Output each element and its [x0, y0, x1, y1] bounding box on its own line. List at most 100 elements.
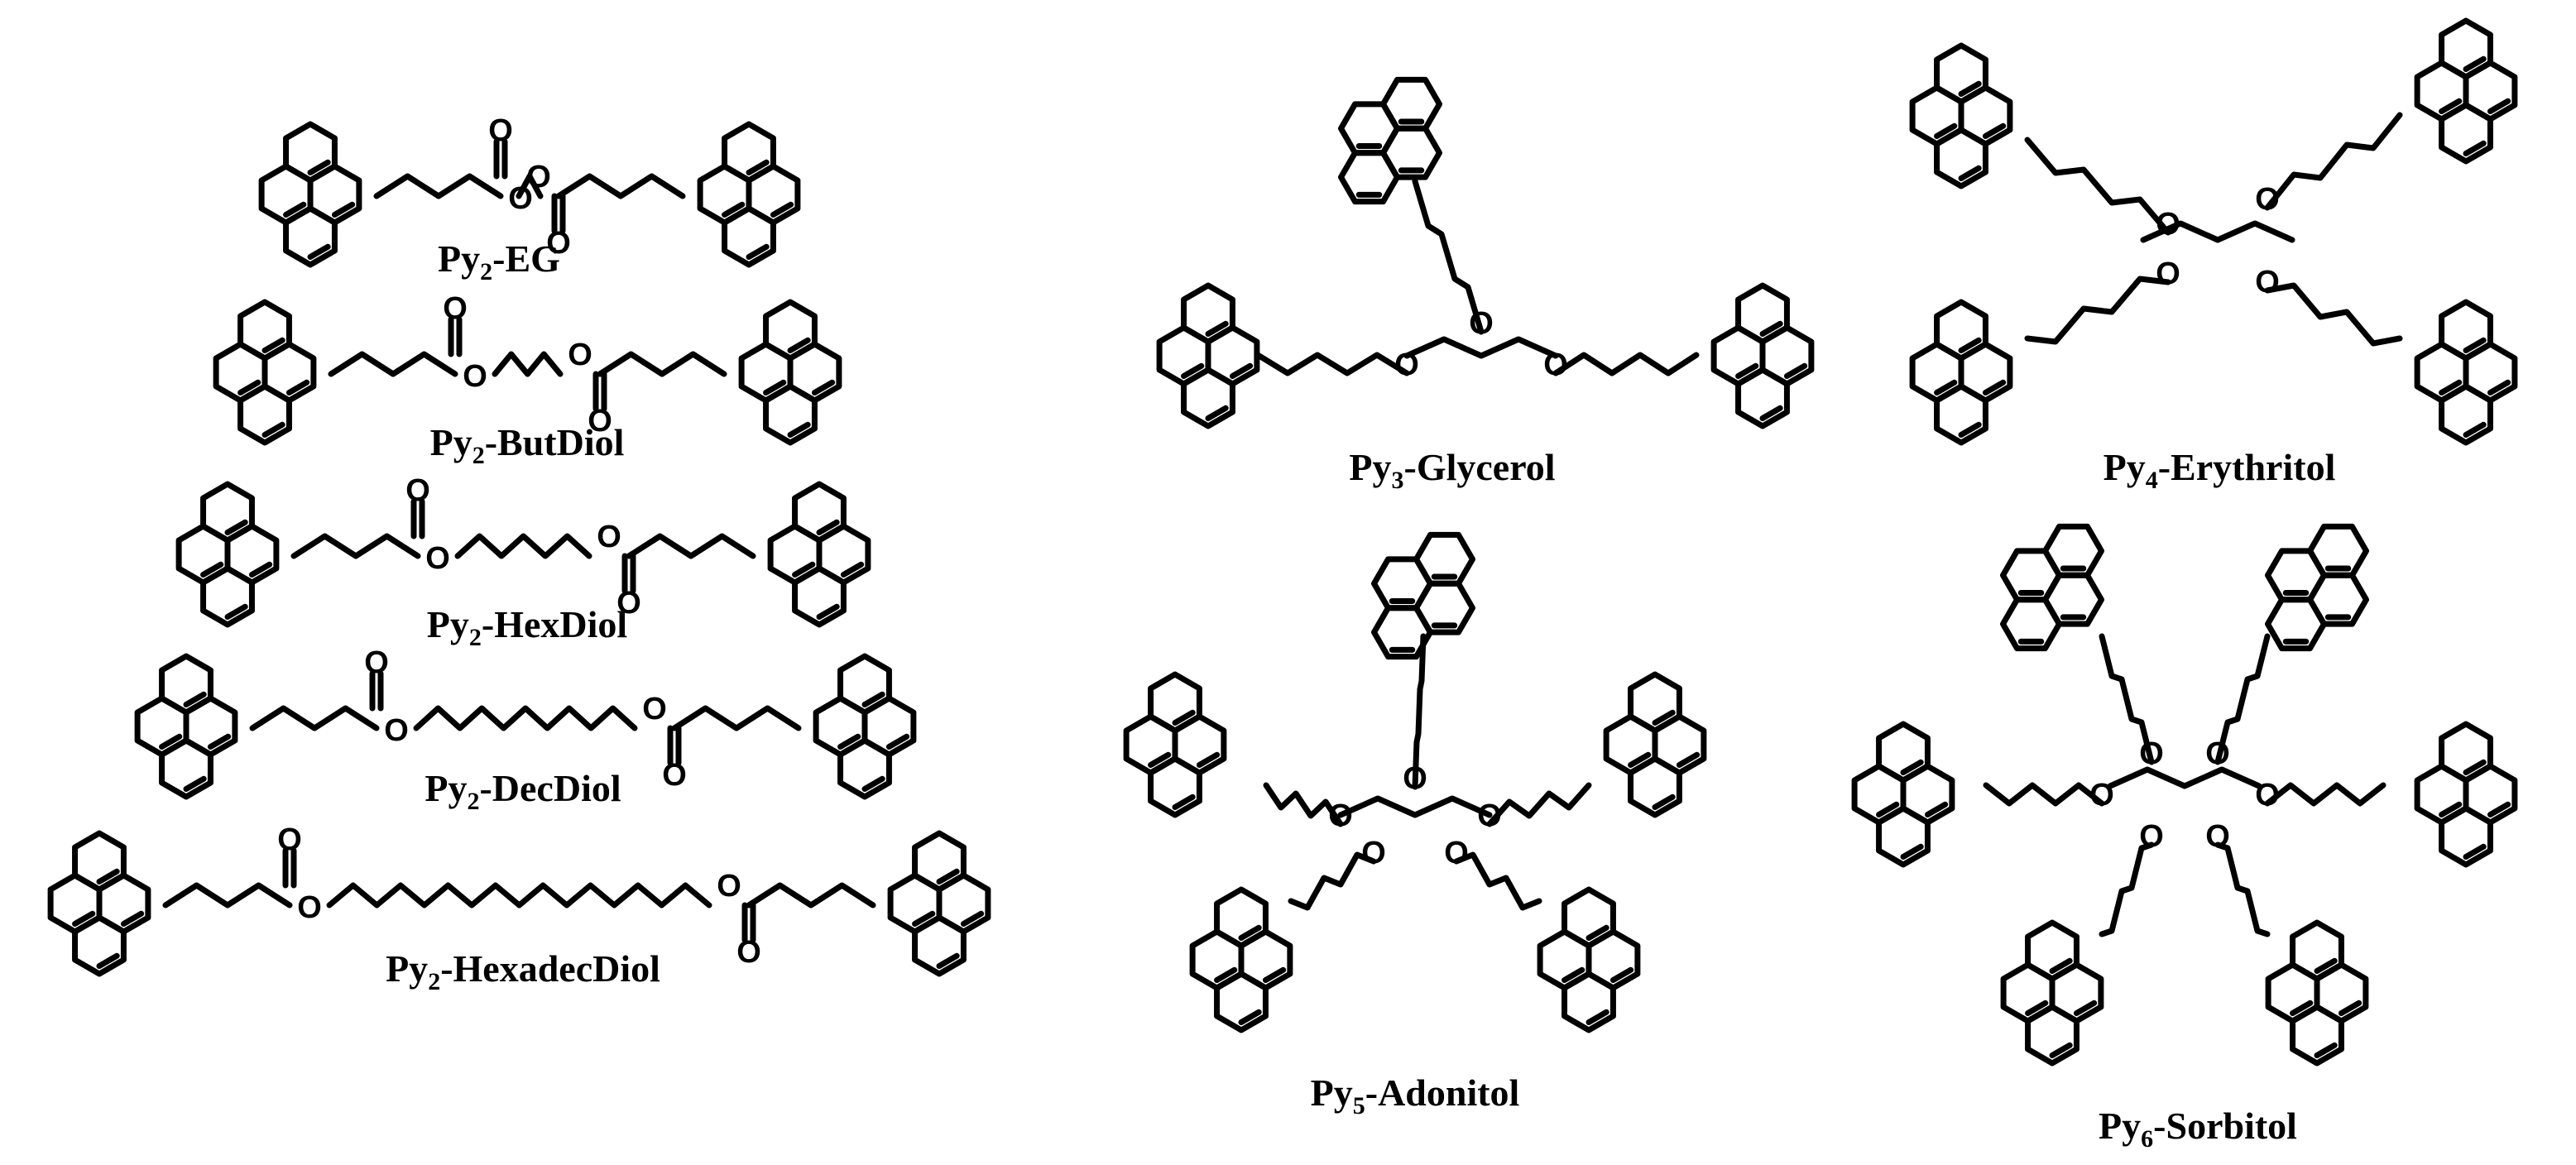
alkyl-chain: [1288, 851, 1377, 911]
oxygen-atom: O: [1444, 836, 1469, 870]
pyrene-ring: [2264, 523, 2370, 652]
oxygen-atom: O: [2255, 778, 2280, 813]
alkyl-chain: [326, 882, 712, 909]
oxygen-atom: O: [2205, 736, 2230, 771]
oxygen-atom: O: [2089, 778, 2114, 813]
oxygen-atom: O: [405, 473, 430, 508]
pyrene-ring: [1370, 531, 1476, 660]
oxygen-atom: O: [736, 935, 761, 970]
pyrene-ring: [2414, 721, 2518, 868]
polyol-backbone: [1337, 795, 1493, 818]
alkyl-chain: [1254, 352, 1410, 376]
alkyl-chain: [671, 705, 802, 731]
alkyl-chain: [2214, 841, 2271, 937]
pyrene-ring: [767, 481, 871, 628]
alkyl-chain: [2264, 282, 2403, 347]
caption-py2-hexadecdiol: Py2-HexadecDiol: [386, 947, 660, 995]
oxygen-atom: O: [526, 160, 551, 194]
oxygen-atom: O: [1469, 306, 1494, 341]
alkyl-chain: [516, 173, 544, 199]
caption-py6-sorbitol: Py6-Sorbitol: [2099, 1105, 2297, 1153]
pyrene-ring: [258, 121, 362, 268]
oxygen-atom: O: [616, 586, 641, 621]
alkyl-chain: [626, 533, 756, 559]
oxygen-atom: O: [588, 404, 612, 439]
oxygen-atom: O: [425, 541, 450, 576]
caption-py2-eg: Py2-EG: [438, 237, 560, 285]
oxygen-atom: O: [1394, 348, 1419, 382]
oxygen-atom: O: [1328, 798, 1353, 833]
pyrene-ring: [2414, 17, 2518, 165]
pyrene-ring: [2000, 919, 2104, 1067]
polyol-backbone: [1403, 336, 1559, 359]
alkyl-chain: [413, 705, 638, 731]
alkyl-chain: [2024, 276, 2171, 345]
oxygen-atom: O: [546, 226, 571, 261]
oxygen-atom: O: [488, 113, 513, 148]
pyrene-ring: [134, 653, 238, 800]
pyrene-ring: [813, 653, 917, 800]
oxygen-atom: O: [568, 338, 592, 372]
alkyl-chain: [2099, 841, 2155, 937]
alkyl-chain: [746, 882, 876, 909]
caption-py2-butdiol: Py2-ButDiol: [429, 421, 625, 469]
alkyl-chain: [249, 705, 380, 731]
oxygen-atom: O: [662, 758, 687, 793]
oxygen-atom: O: [463, 359, 487, 394]
polyol-backbone: [2107, 766, 2262, 789]
pyrene-ring: [47, 830, 151, 977]
oxygen-atom: O: [1543, 348, 1568, 382]
alkyl-chain: [2264, 782, 2387, 807]
oxygen-atom: O: [1403, 761, 1427, 796]
alkyl-chain: [1453, 851, 1542, 911]
caption-py5-adonitol: Py5-Adonitol: [1310, 1072, 1520, 1119]
oxygen-atom: O: [2139, 819, 2164, 854]
pyrene-ring: [738, 299, 842, 446]
alkyl-chain: [597, 351, 727, 377]
oxygen-atom: O: [1361, 836, 1386, 870]
pyrene-ring: [1909, 299, 2013, 446]
alkyl-chain: [2099, 633, 2155, 765]
pyrene-ring: [1123, 671, 1227, 818]
alkyl-chain: [2264, 112, 2403, 211]
oxygen-atom: O: [717, 869, 741, 904]
oxygen-atom: O: [2156, 256, 2180, 291]
oxygen-atom: O: [642, 692, 667, 726]
oxygen-atom: O: [2205, 819, 2230, 854]
caption-py4-erythritol: Py4-Erythritol: [2103, 446, 2336, 494]
alkyl-chain: [1552, 352, 1700, 376]
oxygen-atom: O: [1477, 798, 1502, 833]
alkyl-chain: [1412, 178, 1485, 335]
caption-py2-decdiol: Py2-DecDiol: [425, 767, 621, 815]
oxygen-atom: O: [364, 645, 389, 680]
alkyl-chain: [1486, 782, 1592, 827]
pyrene-ring: [1710, 282, 1815, 429]
pyrene-ring: [1851, 721, 1955, 868]
caption-py2-hexdiol: Py2-HexDiol: [426, 603, 628, 651]
oxygen-atom: O: [443, 291, 468, 326]
pyrene-ring: [1337, 76, 1443, 205]
pyrene-ring: [1537, 886, 1641, 1033]
pyrene-ring: [2265, 919, 2369, 1067]
caption-py3-glycerol: Py3-Glycerol: [1349, 446, 1556, 494]
alkyl-chain: [1263, 782, 1344, 827]
alkyl-chain: [1412, 633, 1427, 790]
alkyl-chain: [492, 351, 564, 377]
alkyl-chain: [290, 533, 421, 559]
pyrene-ring: [1156, 282, 1260, 429]
alkyl-chain: [555, 173, 686, 199]
oxygen-atom: O: [2255, 265, 2280, 300]
alkyl-chain: [162, 882, 293, 909]
alkyl-chain: [2024, 137, 2171, 236]
pyrene-ring: [1189, 886, 1293, 1033]
alkyl-chain: [328, 351, 458, 377]
oxygen-atom: O: [2156, 207, 2180, 242]
